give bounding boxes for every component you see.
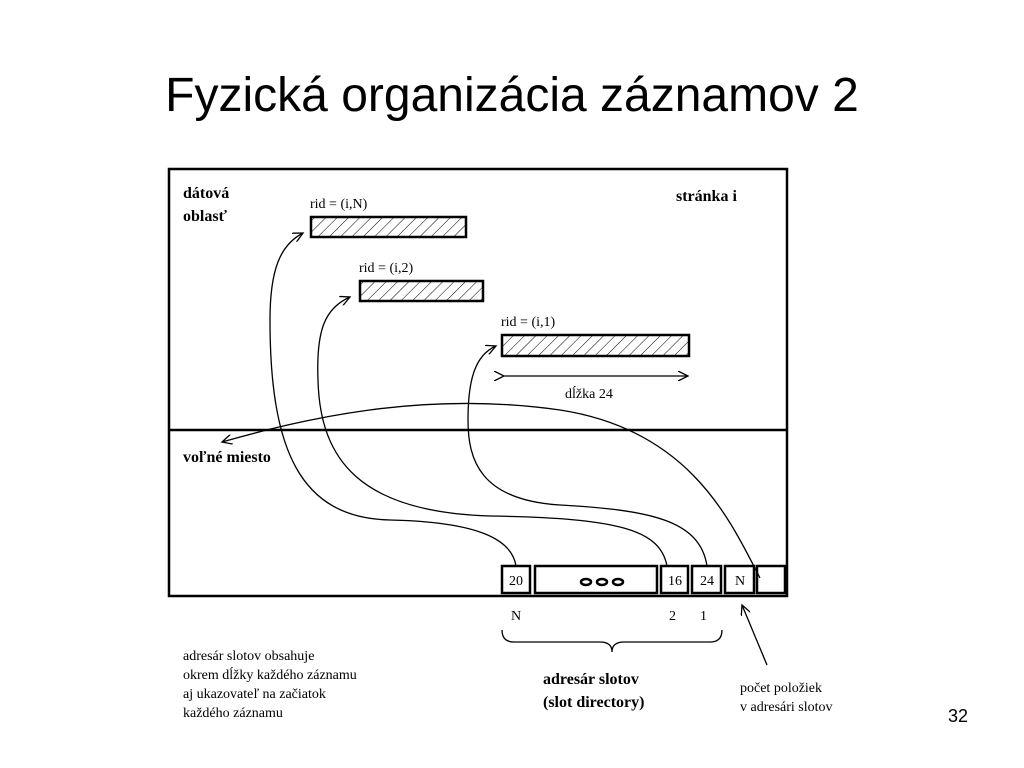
data-area-label-line1: dátová [183,185,229,202]
slot-cell-20-text: 20 [509,574,523,589]
slot-cell-n [723,564,756,595]
slot-directory-label-line1: adresár slotov [543,671,639,688]
record-rid-1-label: rid = (i,1) [501,315,555,330]
slot-cell-16 [659,564,690,595]
count-label-line1: počet položiek [740,681,822,696]
slot-index-2: 2 [669,609,676,624]
slot-directory-brace [501,629,723,653]
record-rid-2-label: rid = (i,2) [359,261,413,276]
slot-directory-label-line2: (slot directory) [543,694,644,711]
note-line-3: aj ukazovateľ na začiatok [183,687,326,702]
ellipsis-icon [579,577,625,587]
page-number: 32 [947,706,968,726]
record-rid-n-label: rid = (i,N) [310,197,368,212]
note-line-2: okrem dĺžky každého záznamu [183,666,357,683]
pointer-arrow-slot-1 [467,346,708,567]
note-line-1: adresár slotov obsahuje [183,649,314,664]
pointer-arrow-slot-2 [317,297,668,567]
slot-cell-ellipsis [533,564,659,595]
page-label: stránka i [676,188,737,205]
slot-index-1: 1 [700,609,707,624]
record-n [309,215,468,239]
slot-cell-16-text: 16 [668,574,682,589]
pointer-arrow-slot-n [269,233,517,567]
note-line-4: každého záznamu [183,706,283,721]
slot-cell-free-end [755,564,787,595]
slot-cell-n-text: N [735,574,745,589]
data-area-label-line2: oblasť [183,208,228,225]
slide-title: Fyzická organizácia záznamov 2 [165,69,859,122]
record-1 [500,333,691,358]
count-pointer-arrow [742,605,768,666]
page-frame [167,167,789,598]
length-label: dĺžka 24 [565,385,613,402]
slot-index-n: N [511,609,521,624]
record-2 [358,279,485,303]
count-label-line2: v adresári slotov [740,700,833,715]
slot-cell-24-text: 24 [700,574,714,589]
free-space-pointer-arrow [222,402,761,579]
free-space-label: voľné miesto [183,449,271,466]
